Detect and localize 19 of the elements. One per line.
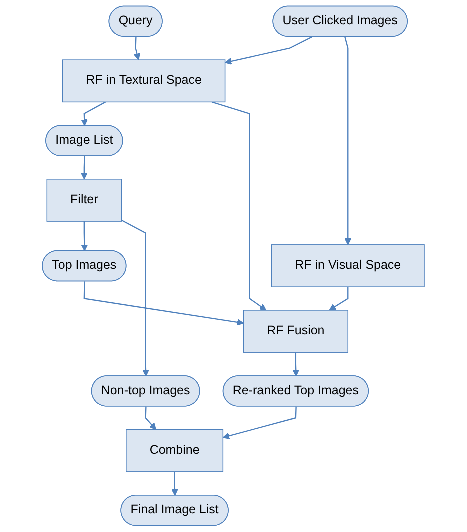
arrow [222, 406, 297, 440]
arrow [134, 37, 141, 60]
arrow [172, 472, 178, 496]
arrow [145, 406, 156, 430]
arrow [329, 287, 349, 311]
arrow [81, 222, 88, 252]
arrow [292, 352, 300, 377]
arrow [80, 156, 88, 180]
arrow [81, 102, 106, 126]
arrow [121, 220, 150, 377]
node-box: Filter [46, 179, 122, 222]
node-box: RF in Visual Space [271, 244, 425, 288]
node-box: RF in Textural Space [62, 60, 226, 103]
arrow [84, 282, 244, 326]
node-box: RF Fusion [243, 310, 348, 353]
arrow [224, 36, 313, 65]
arrow [344, 36, 352, 246]
arrow [212, 102, 267, 311]
node-box: Combine [126, 429, 224, 472]
